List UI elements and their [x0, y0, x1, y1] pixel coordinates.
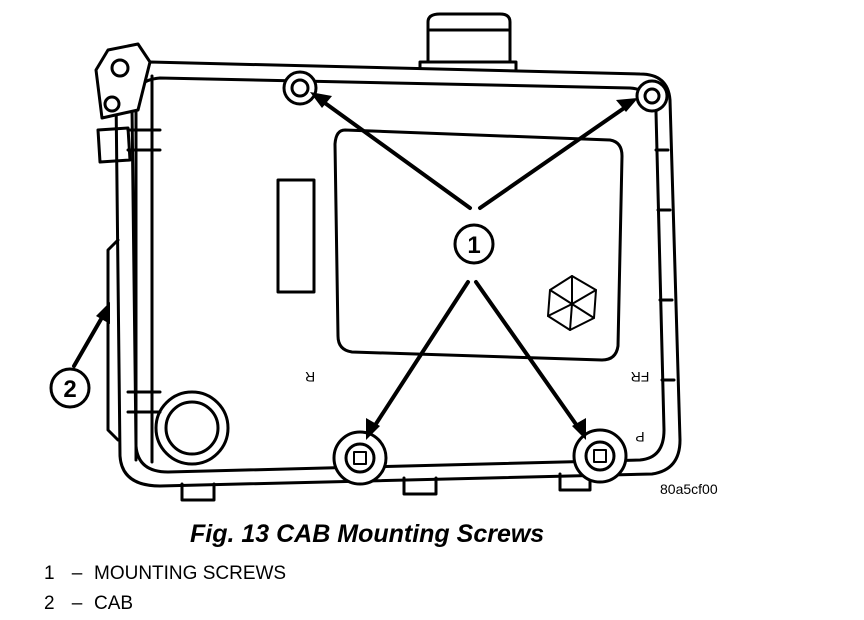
mounting-screw-top-right — [635, 79, 669, 113]
housing-mark-fr: FR — [631, 369, 650, 385]
callout-1: 1 — [453, 223, 495, 265]
mounting-screw-bottom-left — [332, 430, 388, 486]
pentastar-logo — [547, 275, 597, 331]
label-window — [276, 178, 316, 294]
figure-reference-code: 80a5cf00 — [660, 481, 718, 497]
label-plate — [333, 128, 624, 362]
legend-item: 1–MOUNTING SCREWS — [44, 563, 286, 585]
svg-text:2: 2 — [63, 376, 76, 403]
legend-number: 1 — [44, 563, 55, 584]
callout-2: 2 — [49, 367, 91, 409]
cab-diagram: 1 2 R FR P 80a5cf00 — [49, 12, 718, 502]
mounting-screw-bottom-right — [572, 428, 628, 484]
legend-number: 2 — [44, 593, 55, 614]
legend-label: MOUNTING SCREWS — [94, 563, 287, 584]
legend-separator: – — [71, 593, 83, 614]
round-plug — [154, 390, 230, 466]
figure-caption: Fig. 13 CAB Mounting Screws — [190, 520, 545, 548]
callout-2-arrow — [72, 312, 106, 368]
legend-separator: – — [71, 563, 83, 584]
housing-mark-r: R — [305, 369, 315, 385]
legend-item: 2–CAB — [44, 593, 133, 615]
legend-label: CAB — [94, 593, 134, 614]
housing-mark-p: P — [635, 429, 644, 445]
callout-1-arrows — [316, 96, 632, 432]
svg-text:1: 1 — [467, 232, 480, 259]
mounting-screw-top-left — [282, 70, 318, 106]
